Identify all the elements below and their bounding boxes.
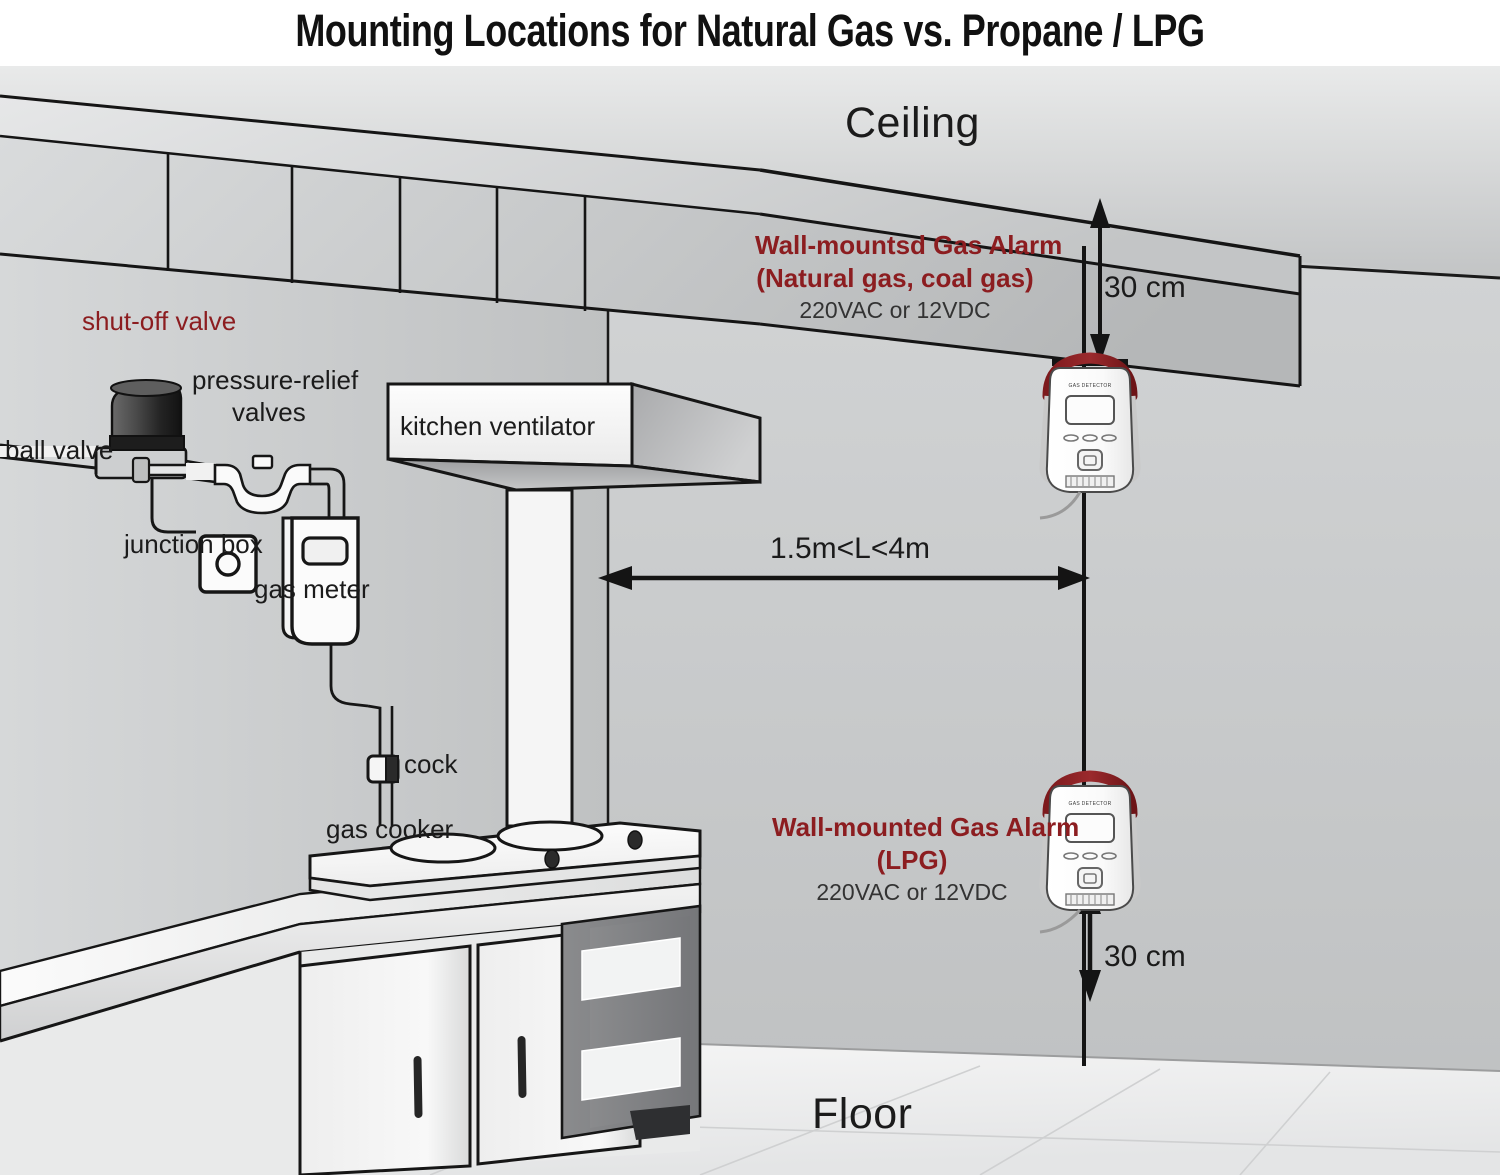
- scene-illustration: [0, 66, 1500, 1175]
- gas-cooker-body: [308, 820, 702, 902]
- alarm-lpg-line2: (LPG): [876, 845, 948, 875]
- shut-off-valve-body: [94, 379, 204, 484]
- alarm-lpg-line3: 220VAC or 12VDC: [816, 879, 1008, 905]
- label-kitchen-ventilator: kitchen ventilator: [400, 411, 596, 441]
- back-wall: [608, 226, 1500, 1071]
- cock-valve-body: [366, 754, 400, 784]
- alarm-natural-line3: 220VAC or 12VDC: [799, 297, 991, 323]
- dimension-arrow-horizontal: [598, 566, 1090, 590]
- counter-and-cabinets: [0, 854, 702, 1175]
- dimension-span-label: 1.5m<L<4m: [769, 532, 931, 565]
- kitchen-ventilator-body: [386, 382, 762, 828]
- alarm-natural-line1: Wall-mountsd Gas Alarm: [755, 230, 1063, 260]
- label-cock: cock: [404, 749, 458, 779]
- label-gas-cooker: gas cooker: [326, 814, 454, 844]
- floor-label: Floor: [812, 1090, 913, 1138]
- label-junction-box: junction box: [124, 529, 263, 559]
- dimension-bottom-label: 30 cm: [1104, 940, 1186, 973]
- alarm-lpg-line1: Wall-mounted Gas Alarm: [772, 812, 1080, 842]
- kitchen-scene: Ceiling Floor Wall-mountsd Gas Alarm (Na…: [0, 66, 1500, 1175]
- gas-detector-device-natural: [1039, 352, 1141, 520]
- label-pressure-relief-valves-line1: pressure-relief: [192, 365, 359, 395]
- label-gas-meter: gas meter: [254, 574, 370, 604]
- junction-box-body: [198, 534, 258, 594]
- dimension-top-label: 30 cm: [1104, 271, 1186, 304]
- label-shut-off-valve: shut-off valve: [82, 306, 237, 336]
- page-title: Mounting Locations for Natural Gas vs. P…: [295, 5, 1205, 56]
- gas-piping-assembly: [0, 379, 400, 826]
- ceiling-soffit: [0, 94, 1302, 388]
- ceiling-label: Ceiling: [845, 99, 980, 147]
- label-ball-valve: ball valve: [5, 435, 114, 465]
- gas-detector-device-lpg: [1039, 770, 1141, 934]
- detector-caption-lpg: GAS DETECTOR: [1068, 801, 1112, 807]
- label-pressure-relief-valves-line2: valves: [232, 397, 306, 427]
- gas-meter-body: [281, 516, 360, 646]
- floor-wall-edge: [607, 1040, 1500, 1072]
- alarm-natural-line2: (Natural gas, coal gas): [756, 263, 1034, 293]
- detector-caption-natural: GAS DETECTOR: [1068, 383, 1112, 389]
